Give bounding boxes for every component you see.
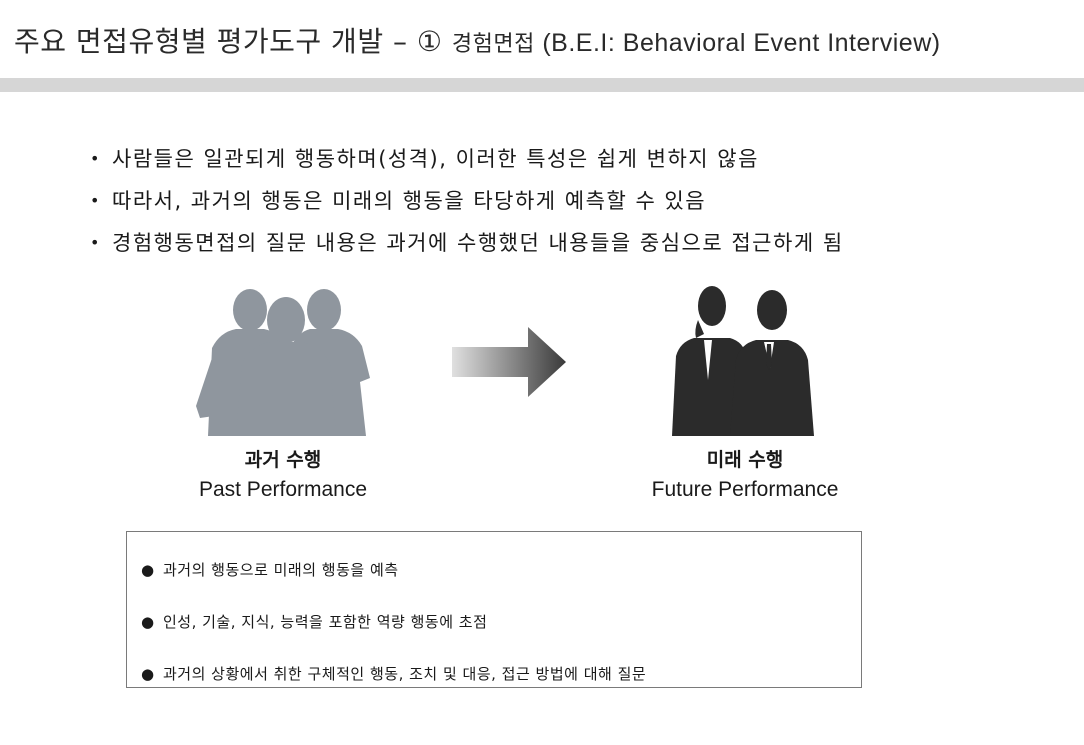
people-silhouette-icon bbox=[196, 289, 370, 436]
past-label-en: Past Performance bbox=[198, 478, 368, 501]
summary-text: 과거의 상황에서 취한 구체적인 행동, 조치 및 대응, 접근 방법에 대해 … bbox=[163, 665, 647, 683]
summary-list: ●과거의 행동으로 미래의 행동을 예측 ●인성, 기술, 지식, 능력을 포함… bbox=[141, 544, 646, 700]
right-arrow-icon bbox=[452, 327, 566, 397]
bullet-list: •사람들은 일관되게 행동하며(성격), 이러한 특성은 쉽게 변하지 않음 •… bbox=[90, 138, 844, 264]
title-rule bbox=[0, 78, 1084, 92]
title-bar: 주요 면접유형별 평가도구 개발 – ① 경험면접 (B.E.I: Behavi… bbox=[0, 0, 1084, 78]
summary-item: ●과거의 행동으로 미래의 행동을 예측 bbox=[141, 561, 399, 579]
bullet-text: 따라서, 과거의 행동은 미래의 행동을 타당하게 예측할 수 있음 bbox=[112, 189, 707, 213]
bullet-item: •경험행동면접의 질문 내용은 과거에 수행했던 내용들을 중심으로 접근하게 … bbox=[90, 231, 844, 255]
summary-text: 인성, 기술, 지식, 능력을 포함한 역량 행동에 초점 bbox=[163, 613, 488, 631]
bullet-item: •따라서, 과거의 행동은 미래의 행동을 타당하게 예측할 수 있음 bbox=[90, 189, 707, 213]
bullet-text: 경험행동면접의 질문 내용은 과거에 수행했던 내용들을 중심으로 접근하게 됨 bbox=[112, 231, 844, 255]
summary-text: 과거의 행동으로 미래의 행동을 예측 bbox=[163, 561, 399, 579]
summary-item: ●인성, 기술, 지식, 능력을 포함한 역량 행동에 초점 bbox=[141, 613, 488, 631]
past-label-ko: 과거 수행 bbox=[244, 449, 322, 471]
future-label-en: Future Performance bbox=[651, 478, 839, 501]
title-main: 주요 면접유형별 평가도구 개발 – ① bbox=[14, 25, 452, 58]
bullet-item: •사람들은 일관되게 행동하며(성격), 이러한 특성은 쉽게 변하지 않음 bbox=[90, 147, 759, 171]
bullet-text: 사람들은 일관되게 행동하며(성격), 이러한 특성은 쉽게 변하지 않음 bbox=[112, 147, 759, 171]
summary-item: ●과거의 상황에서 취한 구체적인 행동, 조치 및 대응, 접근 방법에 대해… bbox=[141, 665, 647, 683]
page-title: 주요 면접유형별 평가도구 개발 – ① 경험면접 (B.E.I: Behavi… bbox=[14, 20, 941, 60]
summary-box: ●과거의 행동으로 미래의 행동을 예측 ●인성, 기술, 지식, 능력을 포함… bbox=[126, 531, 862, 688]
title-sub-ko: 경험면접 bbox=[451, 32, 543, 57]
future-label-ko: 미래 수행 bbox=[706, 449, 784, 471]
title-sub-en: (B.E.I: Behavioral Event Interview) bbox=[542, 29, 941, 57]
business-people-icon bbox=[672, 286, 814, 436]
